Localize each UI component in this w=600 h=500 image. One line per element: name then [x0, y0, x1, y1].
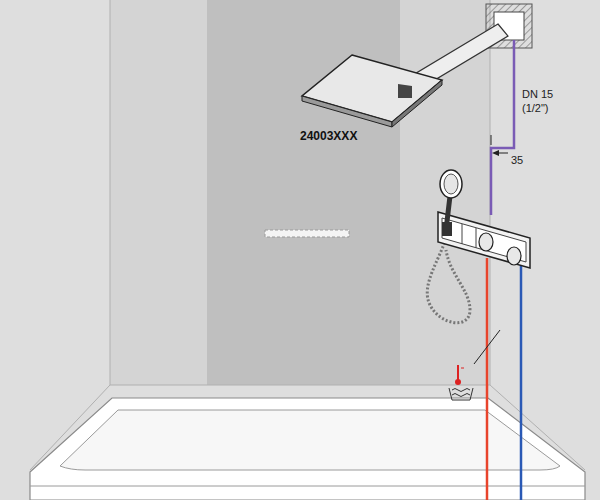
thermostat: [438, 212, 530, 268]
hot-pipe: [486, 258, 489, 500]
pipe-size: (1/2"): [522, 102, 549, 115]
part-number: 24003XXX: [300, 130, 357, 143]
dimension-arrow: [491, 135, 508, 156]
hot-water-symbol: [449, 365, 473, 400]
leader-line: [474, 330, 500, 364]
hand-shower: [440, 170, 462, 230]
pipe-size: DN 15: [522, 88, 553, 101]
overhead-shower: [302, 55, 442, 127]
supply-pipe: [491, 40, 514, 215]
shelf: [265, 230, 349, 237]
bathtub: [30, 398, 585, 500]
back-wall: [110, 0, 490, 385]
cold-pipe: [520, 262, 523, 500]
dimension: 35: [511, 154, 523, 167]
tile-panel: [207, 0, 400, 385]
